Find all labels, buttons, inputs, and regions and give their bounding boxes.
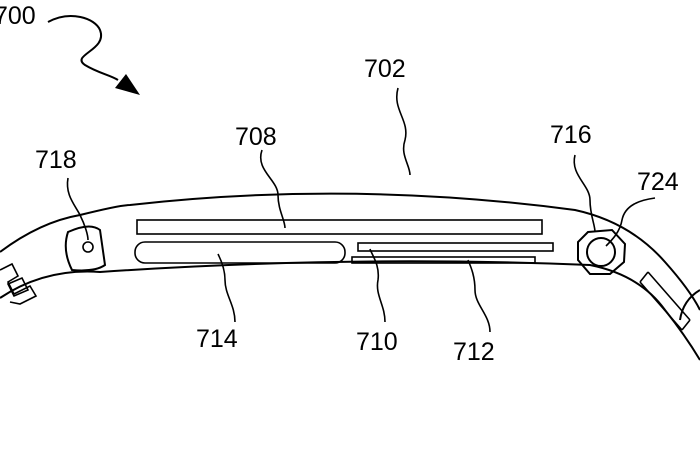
- display-708: [136, 219, 543, 235]
- device-inner-edge: [0, 260, 700, 361]
- label-712: 712: [453, 338, 495, 366]
- leader-724: [605, 197, 656, 247]
- left-clasp: [0, 262, 38, 305]
- label-724: 724: [637, 168, 679, 196]
- leader-712: [467, 259, 491, 333]
- device-outer-edge: [0, 192, 700, 311]
- label-708: 708: [235, 123, 277, 151]
- left-band-end: [64, 225, 107, 272]
- label-718: 718: [35, 146, 77, 174]
- label-700: 700: [0, 2, 36, 30]
- layer-712: [351, 256, 536, 264]
- label-714: 714: [196, 325, 238, 353]
- leader-702: [396, 87, 411, 176]
- component-718: [82, 241, 94, 253]
- figure-arrow-leader: [47, 15, 119, 81]
- leader-708: [259, 149, 286, 229]
- leader-716: [573, 154, 596, 233]
- leader-718: [66, 177, 89, 241]
- label-702: 702: [364, 55, 406, 83]
- label-710: 710: [356, 328, 398, 356]
- component-724: [586, 237, 616, 267]
- arrow-head-icon: [115, 74, 140, 95]
- layer-710: [357, 242, 554, 252]
- label-716: 716: [550, 121, 592, 149]
- leader-710: [369, 248, 386, 323]
- battery-714: [134, 241, 346, 264]
- leader-714: [217, 253, 236, 323]
- right-band: [639, 271, 700, 331]
